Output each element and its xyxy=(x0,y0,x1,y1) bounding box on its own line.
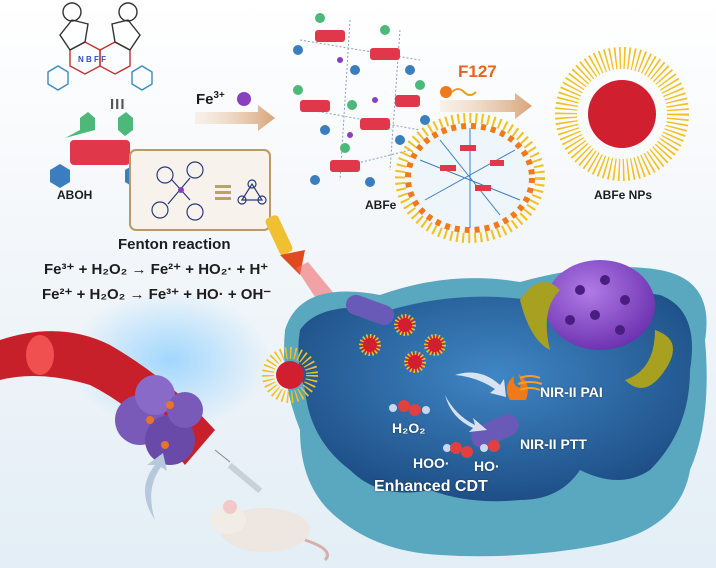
heat-flame-icon xyxy=(506,374,528,400)
ho-radical-label: HO· xyxy=(474,458,500,474)
abfe-label: ABFe xyxy=(365,198,397,212)
mouse xyxy=(210,500,329,562)
abfe-network xyxy=(293,13,430,187)
abfe-np xyxy=(555,47,689,181)
hoo-radical-label: HOO· xyxy=(413,455,450,471)
equals-sign xyxy=(215,185,231,200)
acoustic-wave-icon xyxy=(517,375,543,391)
simplified-coordination xyxy=(237,179,267,205)
mitochondrion xyxy=(471,414,519,448)
fe3-label: Fe3+ xyxy=(196,90,225,108)
aboh-label: ABOH xyxy=(57,188,93,202)
process-arrows xyxy=(445,372,506,432)
micelle-assembly xyxy=(395,113,545,243)
syringe xyxy=(214,449,263,494)
f127-tail xyxy=(451,88,477,96)
mitochondrion-2 xyxy=(345,294,395,326)
nucleus xyxy=(545,260,655,350)
enhanced-cdt-label: Enhanced CDT xyxy=(374,478,488,495)
coordination-box xyxy=(129,149,271,231)
vessel-opening xyxy=(26,335,54,375)
nir-pai-label: NIR-II PAI xyxy=(540,384,603,400)
bodipy-structure xyxy=(47,2,153,91)
f127-head xyxy=(440,86,452,98)
f127-label: F127 xyxy=(458,62,497,81)
h2o2-label: H₂O₂ xyxy=(392,420,426,436)
injection-arrow xyxy=(145,453,167,520)
tumor xyxy=(115,375,203,465)
arrow-to-nps xyxy=(440,93,532,119)
molecules xyxy=(389,400,500,458)
abfe-nps-label: ABFe NPs xyxy=(594,188,653,202)
arrow-to-abfe xyxy=(195,105,275,131)
golgi xyxy=(625,330,673,388)
endoplasmic-reticulum xyxy=(520,282,560,350)
cell-nanoparticles xyxy=(262,314,446,403)
fenton-equation-2: Fe²⁺ + H₂O₂ → Fe³⁺ + HO· + OH⁻ xyxy=(42,286,272,303)
fe-charge: 3+ xyxy=(213,90,225,101)
fe-ion-dot xyxy=(237,92,251,106)
nuclear-pores xyxy=(565,275,630,335)
fenton-title: Fenton reaction xyxy=(118,236,231,253)
coordination-structure xyxy=(151,161,204,221)
fenton-equation-1: Fe³⁺ + H₂O₂ → Fe²⁺ + HO₂· + H⁺ xyxy=(44,261,269,278)
nir-ptt-label: NIR-II PTT xyxy=(520,436,587,452)
bodipy-atoms: N B F F xyxy=(78,55,106,64)
fe-text: Fe xyxy=(196,91,214,108)
equivalence-sign: III xyxy=(110,96,126,113)
